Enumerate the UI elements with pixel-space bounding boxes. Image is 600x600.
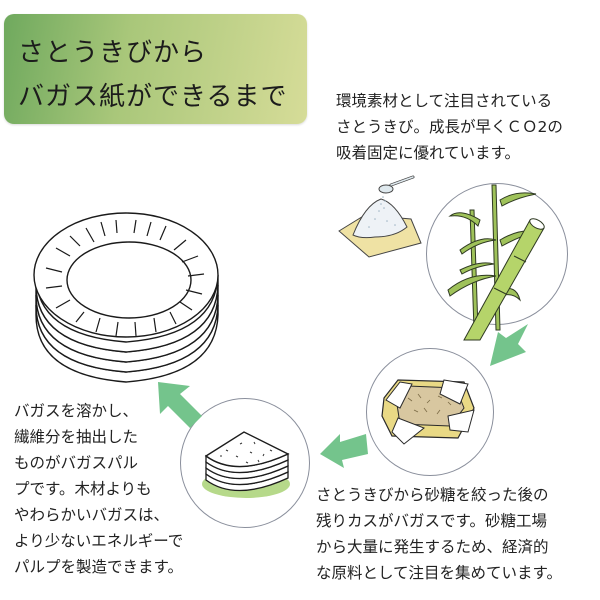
pulp-stack-icon [202, 431, 290, 498]
pulp-description: バガスを溶かし、 繊維分を抽出した ものがバガスパル プです。木材よりも やわら… [14, 398, 183, 580]
arrow-up-left-icon [158, 382, 202, 428]
pulp-line: より少ないエネルギーで [14, 532, 184, 550]
bagasse-basket-icon [381, 379, 475, 445]
title-line-2: バガス紙ができるまで [18, 82, 288, 112]
bagasse-line: さとうきびから砂糖を絞った後の [316, 486, 549, 504]
title-line-1: さとうきびから [18, 38, 208, 68]
sugar-icon [338, 175, 422, 258]
pulp-line: パルプを製造できます。 [14, 558, 183, 576]
intro-line: さとうきび。成長が早くＣＯ2の [336, 118, 563, 136]
intro-line: 環境素材として注目されている [336, 92, 553, 110]
bagasse-description: さとうきびから砂糖を絞った後の 残りカスがバガスです。砂糖工場 から大量に発生す… [316, 482, 562, 586]
intro-text: 環境素材として注目されている さとうきび。成長が早くＣＯ2の 吸着固定に優れてい… [336, 88, 563, 166]
pulp-line: ものがバガスパル [14, 454, 139, 472]
arrow-left-icon [320, 434, 368, 468]
bagasse-line: な原料として注目を集めています。 [316, 564, 562, 582]
pulp-line: プです。木材よりも [14, 480, 152, 498]
paper-plates-icon [33, 212, 219, 383]
pulp-line: やわらかいバガスは、 [14, 506, 170, 524]
bagasse-line: から大量に発生するため、経済的 [316, 538, 549, 556]
bagasse-line: 残りカスがバガスです。砂糖工場 [316, 512, 547, 530]
arrow-down-left-icon [490, 324, 528, 366]
pulp-line: 繊維分を抽出した [14, 428, 139, 446]
intro-line: 吸着固定に優れています。 [336, 144, 520, 162]
title-banner: さとうきびから バガス紙ができるまで [4, 14, 307, 124]
pulp-line: バガスを溶かし、 [14, 402, 139, 420]
sugarcane-icon [447, 184, 545, 341]
